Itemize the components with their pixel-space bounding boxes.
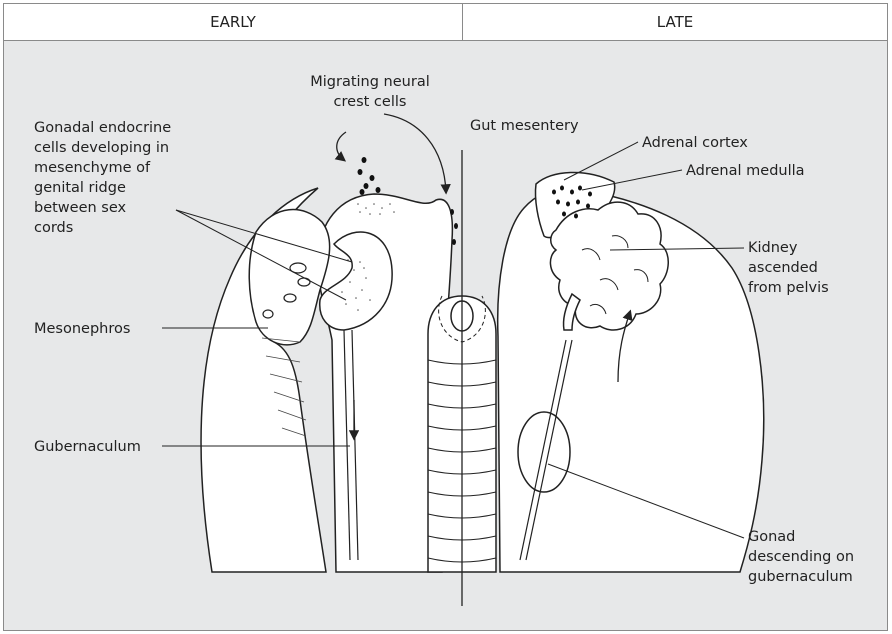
label-gonad-1: Gonad	[748, 529, 795, 545]
label-mesonephros: Mesonephros	[34, 321, 130, 337]
label-gonadal-6: cords	[34, 220, 73, 236]
label-gonadal-2: cells developing in	[34, 140, 169, 156]
label-adrenal-cortex: Adrenal cortex	[642, 135, 748, 151]
label-gonadal-1: Gonadal endocrine	[34, 120, 171, 136]
crest-arrow-left	[337, 132, 346, 160]
label-neural-crest-1: Migrating neural	[310, 74, 429, 90]
mesonephros-shape	[249, 210, 329, 345]
label-gut-mesentery: Gut mesentery	[470, 118, 579, 134]
label-gonadal-3: mesenchyme of	[34, 160, 151, 176]
label-gonadal-5: between sex	[34, 200, 127, 216]
label-kidney-3: from pelvis	[748, 280, 829, 296]
label-gonadal-4: genital ridge	[34, 180, 126, 196]
label-kidney-2: ascended	[748, 260, 818, 276]
label-adrenal-medulla: Adrenal medulla	[686, 163, 805, 179]
label-kidney-1: Kidney	[748, 240, 798, 256]
gonad-shape	[518, 412, 570, 492]
label-gonad-3: gubernaculum	[748, 569, 853, 585]
late-embryo	[498, 172, 764, 572]
label-neural-crest-2: crest cells	[334, 94, 407, 110]
label-gubernaculum: Gubernaculum	[34, 439, 141, 455]
label-gonad-2: descending on	[748, 549, 854, 565]
crest-arrow-right	[384, 114, 446, 192]
